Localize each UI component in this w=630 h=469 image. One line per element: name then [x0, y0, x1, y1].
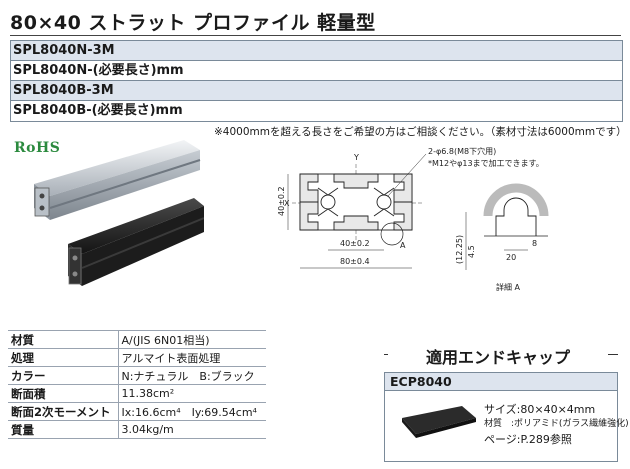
endcap-material: 材質 :ポリアミド(ガラス繊維強化)	[484, 419, 629, 429]
page-title: 80×40 ストラット プロファイル 軽量型	[10, 12, 376, 34]
spec-value: 3.04kg/m	[118, 420, 266, 439]
detail-marker: A	[400, 241, 406, 250]
product-code-row: SPL8040B-3M	[11, 81, 622, 101]
spec-table: 材質 A/(JIS 6N01相当) 処理 アルマイト表面処理 カラー N:ナチュ…	[8, 330, 266, 439]
product-code-row: SPL8040N-(必要長さ)mm	[11, 61, 622, 81]
table-row: 処理 アルマイト表面処理	[8, 348, 266, 367]
silver-profile	[34, 140, 201, 220]
title-underline	[10, 35, 621, 36]
black-profile	[68, 198, 204, 286]
spec-key: 断面積	[8, 384, 119, 403]
profile-photo	[34, 140, 204, 286]
profile-outline	[299, 173, 413, 231]
product-code-list: SPL8040N-3M SPL8040N-(必要長さ)mm SPL8040B-3…	[10, 40, 623, 122]
endcap-info: サイズ:80×40×4mm 材質 :ポリアミド(ガラス繊維強化) ページ:P.2…	[484, 402, 629, 447]
axis-y-label: Y	[353, 153, 359, 162]
rohs-badge: RoHS	[14, 140, 61, 156]
detail-dim-2: 4.5	[467, 245, 476, 258]
endcap-image	[402, 406, 476, 438]
endcap-size: サイズ:80×40×4mm	[484, 403, 596, 416]
table-row: カラー N:ナチュラル B:ブラック	[8, 366, 266, 385]
table-row: 断面2次モーメント Ix:16.6cm⁴ Iy:69.54cm⁴	[8, 402, 266, 421]
cross-section-drawing: Y X A 2-φ6.8(M8下穴用) *M12やφ13まで加工できます。 40…	[278, 146, 549, 292]
detail-dim-3: 20	[506, 253, 516, 262]
spec-value: N:ナチュラル B:ブラック	[118, 366, 266, 385]
detail-dim-4: 8	[532, 239, 537, 248]
spec-key: 質量	[8, 420, 119, 439]
spec-key: 材質	[8, 330, 119, 349]
spec-value: アルマイト表面処理	[118, 348, 266, 367]
detail-a-view	[483, 183, 549, 251]
hole-note: 2-φ6.8(M8下穴用)	[428, 146, 496, 156]
detail-dim-1: (12.25)	[455, 235, 464, 264]
product-code-row: SPL8040N-3M	[11, 41, 622, 61]
length-note: ※4000mmを超える長さをご希望の方はご相談ください。（素材寸法は6000mm…	[214, 126, 627, 138]
endcap-box	[384, 372, 618, 462]
spec-key: 処理	[8, 348, 119, 367]
hole-note-sub: *M12やφ13まで加工できます。	[428, 158, 544, 168]
product-code-row: SPL8040B-(必要長さ)mm	[11, 101, 622, 121]
endcap-section-title: 適用エンドキャップ	[388, 344, 608, 368]
endcap-code: ECP8040	[385, 373, 617, 391]
table-row: 材質 A/(JIS 6N01相当)	[8, 330, 266, 349]
endcap-page: ページ:P.289参照	[484, 433, 572, 446]
inner-width-dimension: 40±0.2	[340, 239, 370, 248]
spec-value: Ix:16.6cm⁴ Iy:69.54cm⁴	[118, 402, 266, 421]
detail-label: 詳細 A	[496, 282, 521, 292]
axis-x-label: X	[284, 199, 290, 208]
spec-value: A/(JIS 6N01相当)	[118, 330, 266, 349]
height-dimension: 40±0.2	[278, 186, 286, 216]
width-dimension: 80±0.4	[340, 257, 370, 266]
spec-value: 11.38cm²	[118, 384, 266, 403]
spec-key: カラー	[8, 366, 119, 385]
spec-key: 断面2次モーメント	[8, 402, 119, 421]
table-row: 質量 3.04kg/m	[8, 420, 266, 439]
table-row: 断面積 11.38cm²	[8, 384, 266, 403]
